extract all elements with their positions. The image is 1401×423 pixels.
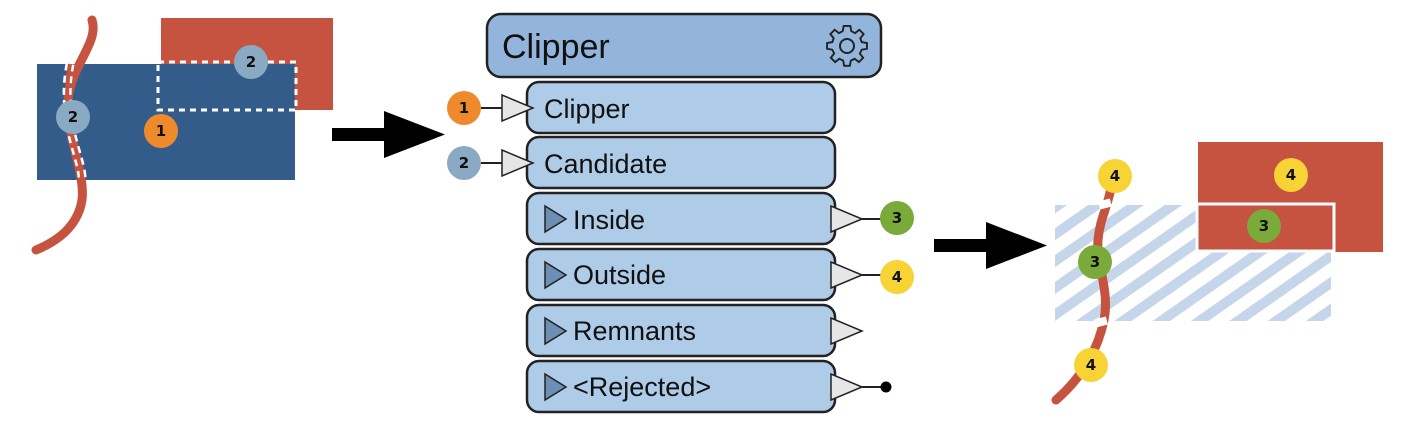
svg-text:3: 3 [892, 209, 902, 227]
rejected-terminator [880, 381, 892, 393]
gear-icon[interactable] [826, 24, 868, 67]
result-line-gap-top [1098, 198, 1112, 210]
svg-text:4: 4 [1286, 166, 1296, 184]
output-port-remnants[interactable]: Remnants [525, 303, 864, 358]
badge-input-candidate: 2 [447, 146, 481, 180]
svg-text:4: 4 [1086, 356, 1096, 374]
transformer-header[interactable] [485, 12, 883, 79]
result-line-gap-bottom [1094, 316, 1108, 328]
badge-clipper: 1 [144, 114, 178, 148]
clipper-transformer[interactable]: Clipper Clipper 1 Candidate 2 [447, 12, 914, 414]
overlap-dashed-outline [156, 60, 298, 112]
input-port-clipper[interactable]: Clipper 1 [447, 80, 837, 135]
badge-candidate-polygon: 2 [234, 45, 268, 79]
input-port-label: Clipper [544, 94, 630, 124]
svg-text:1: 1 [156, 122, 166, 140]
badge-line-outside-top: 4 [1098, 159, 1132, 193]
output-port-outside[interactable]: Outside 4 [525, 247, 914, 302]
badge-line-inside: 3 [1078, 245, 1112, 279]
input-scene: 2 2 1 [31, 15, 333, 255]
input-port-label: Candidate [544, 149, 667, 179]
badge-output-outside: 4 [880, 260, 914, 294]
output-scene: 4 4 3 3 4 [1051, 142, 1383, 405]
transformer-title: Clipper [502, 28, 610, 66]
input-port-candidate[interactable]: Candidate 2 [447, 135, 837, 190]
svg-text:3: 3 [1090, 253, 1100, 271]
badge-polygon-outside: 4 [1274, 158, 1308, 192]
badge-output-inside: 3 [880, 201, 914, 235]
flow-arrow-left [332, 111, 445, 158]
badge-input-clipper: 1 [447, 91, 481, 125]
svg-text:2: 2 [68, 108, 78, 126]
output-port-label: Outside [573, 260, 666, 290]
svg-text:2: 2 [246, 53, 256, 71]
svg-text:1: 1 [459, 99, 469, 117]
badge-candidate-line: 2 [56, 100, 90, 134]
output-port-inside[interactable]: Inside 3 [525, 191, 914, 246]
output-port-label: Remnants [573, 316, 696, 346]
flow-arrow-right [934, 222, 1047, 269]
svg-text:3: 3 [1259, 217, 1269, 235]
svg-text:4: 4 [1110, 167, 1120, 185]
output-port-label: Inside [573, 205, 645, 235]
output-port-label: <Rejected> [573, 372, 711, 402]
svg-text:4: 4 [892, 268, 902, 286]
badge-polygon-inside: 3 [1247, 209, 1281, 243]
badge-line-outside-bottom: 4 [1074, 348, 1108, 382]
svg-text:2: 2 [459, 154, 469, 172]
output-port-rejected[interactable]: <Rejected> [525, 359, 892, 414]
